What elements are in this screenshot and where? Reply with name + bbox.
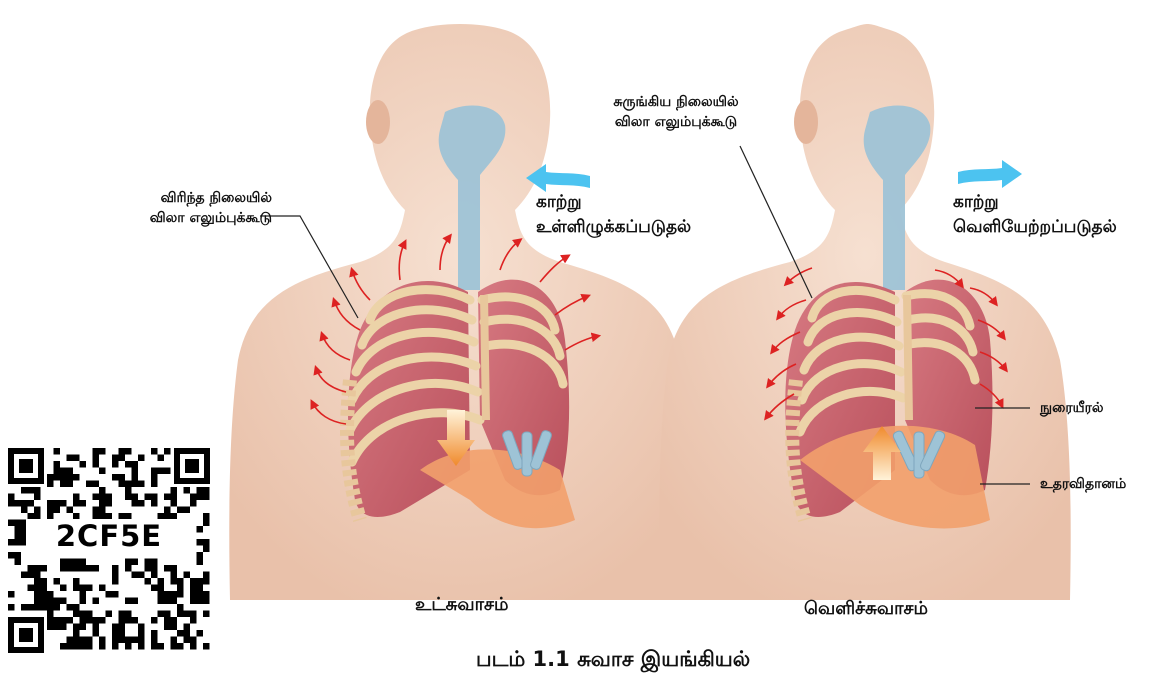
expanded-ribcage-label-line1: விரிந்த நிலையில்	[122, 188, 272, 208]
inhale-air-label-line1: காற்று	[536, 190, 691, 215]
lung-label: நுரையீரல்	[1040, 398, 1103, 418]
inhale-air-label-line2: உள்ளிழுக்கப்படுதல்	[536, 215, 691, 240]
expanded-ribcage-label: விரிந்த நிலையில் விலா எலும்புக்கூடு	[122, 188, 272, 229]
exhale-air-label: காற்று வெளியேற்றப்படுதல்	[953, 190, 1117, 239]
contracted-ribcage-label-line1: சுருங்கிய நிலையில்	[596, 92, 756, 112]
exhale-air-label-line1: காற்று	[953, 190, 1117, 215]
inhale-caption: உட்சுவாசம்	[415, 592, 508, 618]
expanded-ribcage-label-line2: விலா எலும்புக்கூடு	[122, 208, 272, 228]
exhale-air-label-line2: வெளியேற்றப்படுதல்	[953, 215, 1117, 240]
diaphragm-label: உதரவிதானம்	[1040, 474, 1126, 494]
exhale-ear	[794, 100, 818, 144]
qr-code-text: 2CF5E	[26, 519, 192, 553]
figure-caption: படம் 1.1 சுவாச இயங்கியல்	[476, 644, 750, 674]
exhale-caption: வெளிச்சுவாசம்	[804, 596, 928, 622]
inhale-air-label: காற்று உள்ளிழுக்கப்படுதல்	[536, 190, 691, 239]
contracted-ribcage-label-line2: விலா எலும்புக்கூடு	[596, 112, 756, 132]
exhale-air-arrow	[958, 160, 1022, 188]
inhale-ear	[366, 100, 390, 144]
contracted-ribcage-label: சுருங்கிய நிலையில் விலா எலும்புக்கூடு	[596, 92, 756, 133]
